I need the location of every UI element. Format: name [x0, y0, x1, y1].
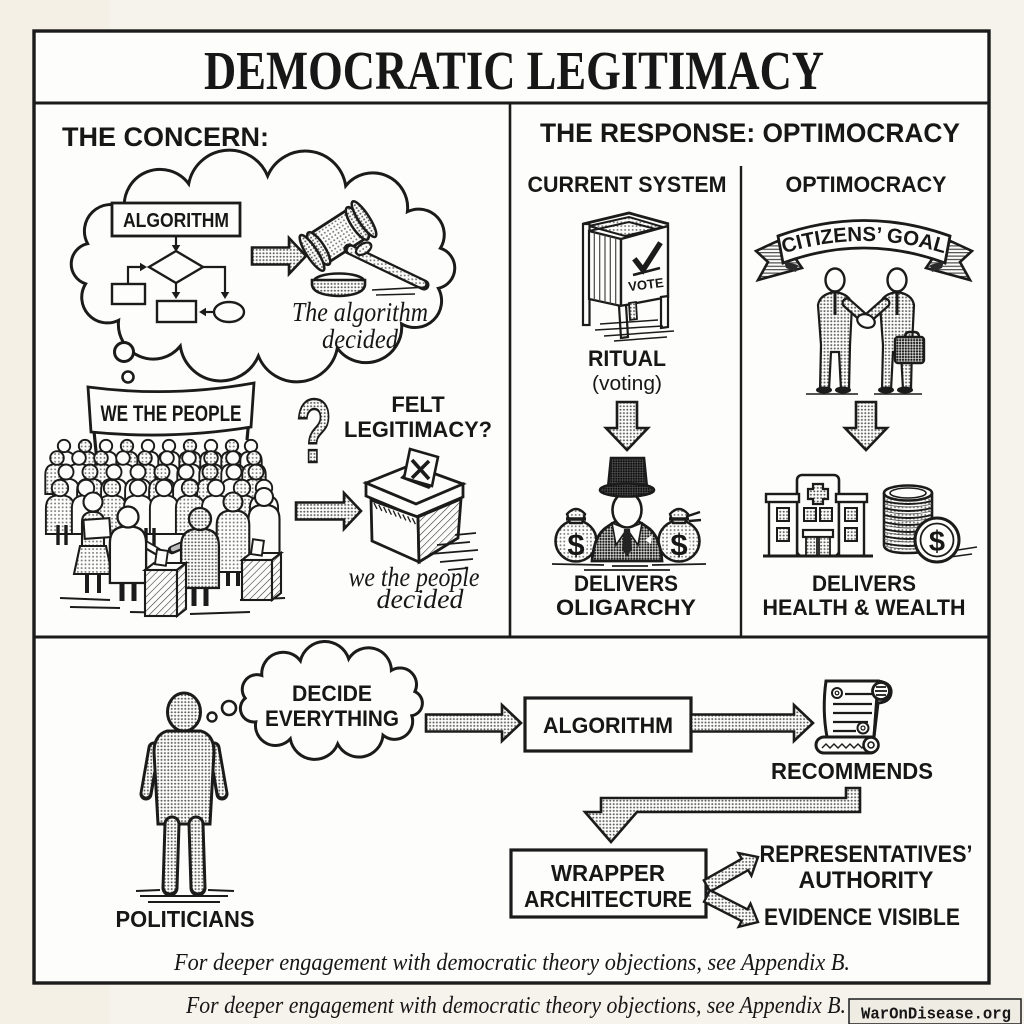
svg-text:decided: decided — [322, 324, 398, 354]
svg-text:(voting): (voting) — [592, 373, 662, 395]
svg-text:HEALTH & WEALTH: HEALTH & WEALTH — [763, 595, 966, 620]
svg-text:For deeper engagement with dem: For deeper engagement with democratic th… — [185, 993, 846, 1019]
svg-text:OPTIMOCRACY: OPTIMOCRACY — [786, 172, 947, 197]
svg-text:ALGORITHM: ALGORITHM — [123, 210, 229, 232]
svg-text:The algorithm: The algorithm — [292, 297, 428, 327]
svg-text:VOTE: VOTE — [627, 275, 664, 294]
svg-text:?: ? — [296, 382, 332, 482]
svg-text:WRAPPER: WRAPPER — [551, 860, 665, 886]
svg-text:RECOMMENDS: RECOMMENDS — [771, 758, 933, 784]
svg-text:For deeper engagement with dem: For deeper engagement with democratic th… — [173, 950, 850, 976]
svg-text:CURRENT SYSTEM: CURRENT SYSTEM — [528, 172, 727, 197]
svg-text:FELT: FELT — [391, 392, 445, 417]
svg-text:$: $ — [670, 527, 687, 562]
svg-text:OLIGARCHY: OLIGARCHY — [556, 595, 696, 620]
svg-text:WE THE PEOPLE: WE THE PEOPLE — [101, 401, 242, 426]
svg-text:decided: decided — [377, 584, 465, 614]
svg-text:ALGORITHM: ALGORITHM — [543, 713, 673, 738]
svg-text:we the people: we the people — [349, 562, 480, 592]
svg-text:RITUAL: RITUAL — [588, 346, 666, 371]
svg-text:LEGITIMACY?: LEGITIMACY? — [344, 417, 492, 442]
svg-text:$: $ — [929, 526, 945, 558]
svg-text:AUTHORITY: AUTHORITY — [799, 867, 934, 894]
svg-text:ARCHITECTURE: ARCHITECTURE — [524, 886, 692, 912]
svg-text:DECIDE: DECIDE — [292, 681, 372, 706]
svg-text:THE CONCERN:: THE CONCERN: — [62, 122, 269, 152]
svg-text:DELIVERS: DELIVERS — [574, 571, 678, 596]
svg-text:WarOnDisease.org: WarOnDisease.org — [861, 1006, 1011, 1024]
svg-text:DEMOCRATIC LEGITIMACY: DEMOCRATIC LEGITIMACY — [204, 40, 824, 101]
svg-text:EVIDENCE VISIBLE: EVIDENCE VISIBLE — [764, 904, 960, 931]
svg-text:THE RESPONSE: OPTIMOCRACY: THE RESPONSE: OPTIMOCRACY — [540, 118, 960, 148]
svg-text:DELIVERS: DELIVERS — [812, 571, 916, 596]
svg-text:$: $ — [567, 527, 584, 562]
svg-text:EVERYTHING: EVERYTHING — [265, 706, 399, 731]
svg-text:POLITICIANS: POLITICIANS — [116, 906, 255, 932]
svg-text:REPRESENTATIVES’: REPRESENTATIVES’ — [760, 841, 973, 868]
